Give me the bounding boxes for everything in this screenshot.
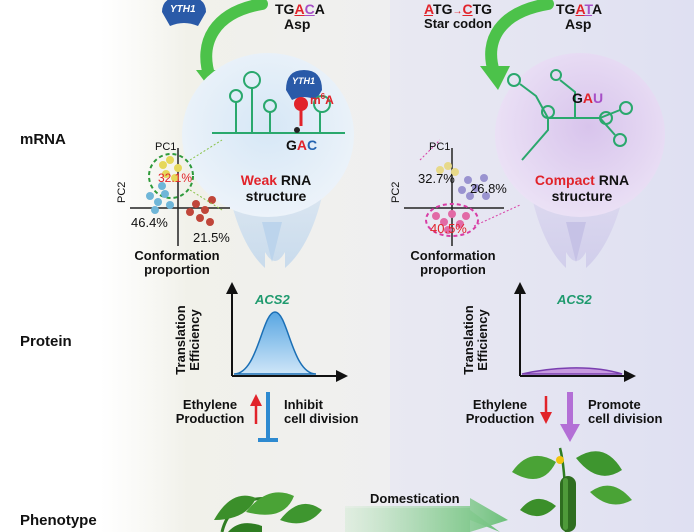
- row-label-protein: Protein: [20, 333, 72, 350]
- left-inhibit-bar: [258, 392, 278, 442]
- right-rna-bubble: [495, 53, 665, 217]
- left-pc2-label: PC2: [116, 181, 128, 203]
- cultivated-cucumber-plant-image: [512, 447, 632, 532]
- left-gene-label: ACS2: [255, 292, 290, 307]
- right-triplet: GAU: [572, 90, 604, 106]
- yth1-label: YTH1: [170, 4, 196, 15]
- m6a-label: m6A: [310, 92, 334, 107]
- m6a-modification-mark: [294, 97, 308, 133]
- left-rna-structure: [212, 71, 345, 134]
- right-translation-plot: [514, 282, 636, 382]
- left-pca-percent-top: 32.1%: [158, 171, 193, 185]
- wild-cucumber-plant-image: [214, 492, 322, 532]
- right-codon: TGATA: [556, 1, 603, 17]
- left-funnel-tip: [262, 222, 282, 262]
- left-pca-plot: [130, 139, 230, 246]
- right-pc1-label: PC1: [429, 141, 451, 153]
- right-gene-label: ACS2: [557, 292, 592, 307]
- right-pc2-label: PC2: [390, 181, 402, 203]
- right-pca-plot: [404, 139, 521, 246]
- right-codon-label: Star codon: [424, 16, 492, 31]
- left-pca-percent-right: 21.5%: [193, 230, 230, 245]
- right-green-arrow: [480, 0, 554, 90]
- left-triplet: GAC: [286, 137, 318, 153]
- left-pc1-label: PC1: [155, 141, 177, 153]
- yth1-reader-icon: [162, 0, 206, 26]
- yth1-bound-label: YTH1: [292, 76, 316, 86]
- right-ethylene-down-arrow: [540, 396, 552, 424]
- left-codon: TGACA: [275, 1, 325, 17]
- right-pca-percent-right: 26.8%: [470, 181, 507, 196]
- right-codon-change: ATG→CTG: [423, 1, 493, 17]
- right-pca-percent-bottom: 40.5%: [430, 221, 467, 236]
- row-label-phenotype: Phenotype: [20, 512, 97, 529]
- yth1-reader-bound-icon: [286, 70, 322, 100]
- row-label-mrna: mRNA: [20, 131, 66, 148]
- right-amino-acid: Asp: [565, 16, 592, 32]
- right-pca-percent-top: 32.7%: [418, 171, 455, 186]
- right-funnel-tip: [566, 222, 586, 262]
- domestication-arrow-body: [345, 498, 508, 532]
- left-pca-percent-left: 46.4%: [131, 215, 168, 230]
- right-rna-structure: [507, 69, 633, 161]
- domestication-label: Domestication: [370, 491, 460, 506]
- left-translation-plot: [226, 282, 348, 382]
- right-promote-arrow: [560, 392, 580, 442]
- left-amino-acid: Asp: [284, 16, 311, 32]
- left-ethylene-up-arrow: [250, 394, 262, 424]
